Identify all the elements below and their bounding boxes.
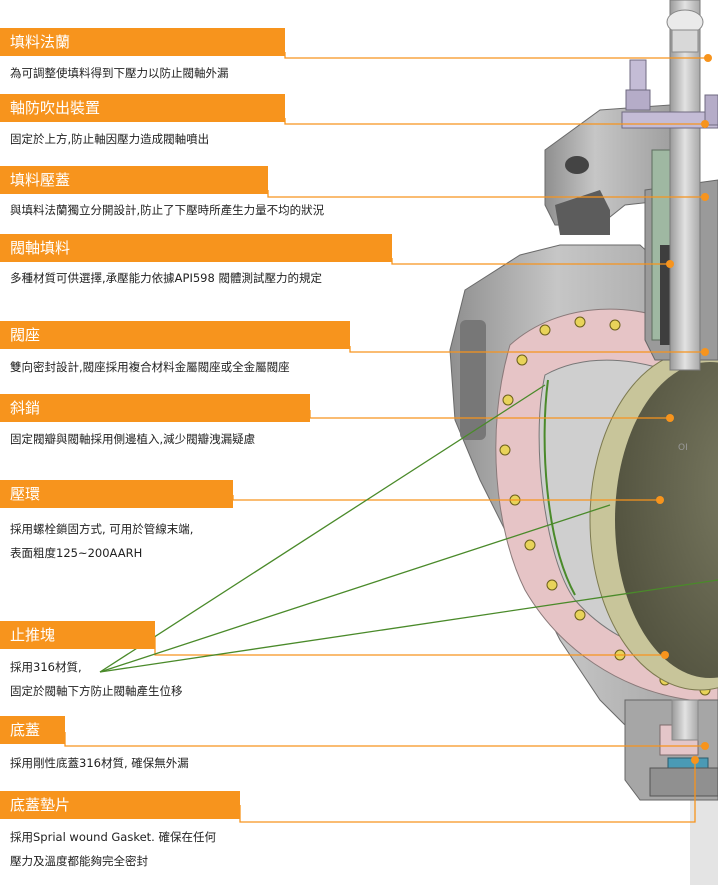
label-packing-gland: 填料壓蓋 xyxy=(0,166,268,194)
desc-thrust-block-1: 採用316材質, xyxy=(10,660,82,674)
gland-nut-left xyxy=(625,89,651,111)
label-packing-flange: 填料法蘭 xyxy=(0,28,285,56)
label-stem-packing: 閥軸填料 xyxy=(0,234,392,262)
label-bottom-gasket: 底蓋墊片 xyxy=(0,791,240,819)
bottom-gasket xyxy=(667,757,709,769)
desc-taper-pin: 固定閥瓣與閥軸採用側邊植入,減少閥瓣洩漏疑慮 xyxy=(10,432,256,446)
desc-packing-flange: 為可調整使填料得到下壓力以防止閥軸外漏 xyxy=(10,66,229,80)
body-slot xyxy=(460,320,486,440)
mount-arm-lower xyxy=(555,190,610,235)
label-thrust-block: 止推塊 xyxy=(0,621,155,649)
gland-bolt-right xyxy=(704,94,718,126)
bottom-cover xyxy=(649,767,718,797)
desc-anti-blowout: 固定於上方,防止軸因壓力造成閥軸噴出 xyxy=(10,132,210,146)
gland-dark xyxy=(660,245,672,345)
desc-retainer-ring-1: 採用螺栓鎖固方式, 可用於管線末端, xyxy=(10,522,194,536)
label-taper-pin: 斜銷 xyxy=(0,394,310,422)
desc-valve-seat: 雙向密封設計,閥座採用複合材料金屬閥座或全金屬閥座 xyxy=(10,360,290,374)
label-retainer-ring: 壓環 xyxy=(0,480,233,508)
desc-retainer-ring-2: 表面粗度125~200AARH xyxy=(10,546,143,560)
desc-packing-gland: 與填料法蘭獨立分開設計,防止了下壓時所產生力量不均的狀況 xyxy=(10,203,325,217)
label-valve-seat: 閥座 xyxy=(0,321,350,349)
label-bottom-cover: 底蓋 xyxy=(0,716,65,744)
shaft-key xyxy=(671,29,699,53)
mount-hole-1 xyxy=(565,156,589,174)
disc-marking: OI xyxy=(678,443,688,453)
label-anti-blowout: 軸防吹出裝置 xyxy=(0,94,285,122)
desc-bottom-gasket-2: 壓力及溫度都能夠完全密封 xyxy=(10,854,148,868)
valve-shaft xyxy=(669,0,701,371)
desc-bottom-cover: 採用剛性底蓋316材質, 確保無外漏 xyxy=(10,756,189,770)
gland-flange xyxy=(621,111,718,129)
desc-stem-packing: 多種材質可供選擇,承壓能力依據API598 閥體測試壓力的規定 xyxy=(10,271,322,285)
desc-thrust-block-2: 固定於閥軸下方防止閥軸產生位移 xyxy=(10,684,183,698)
desc-bottom-gasket-1: 採用Sprial wound Gasket. 確保在任何 xyxy=(10,830,216,844)
bottom-shaft xyxy=(671,699,699,741)
